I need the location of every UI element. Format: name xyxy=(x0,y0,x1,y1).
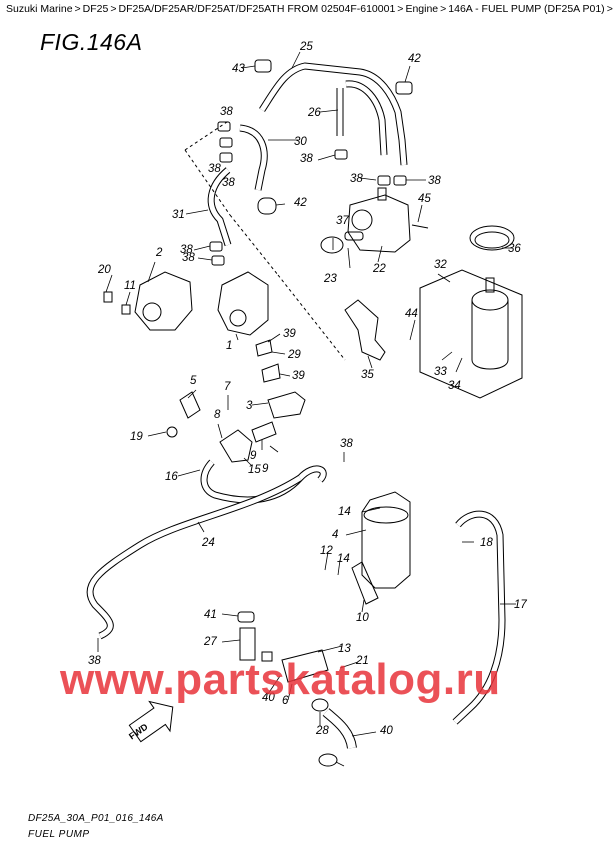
callout-number: 9 xyxy=(250,450,257,462)
figure-title: FIG.146A xyxy=(40,29,143,55)
callout-number: 8 xyxy=(214,409,221,421)
callout-number: 5 xyxy=(190,375,197,387)
callout-number: 35 xyxy=(361,369,374,381)
callout-number: 4 xyxy=(332,529,338,541)
breadcrumb-suzuki-marine[interactable]: Suzuki Marine xyxy=(6,3,73,15)
fuel-pump-exploded-diagram: 4325422638303838384238383137453623223822… xyxy=(86,41,527,767)
fuel-pump-cover-1 xyxy=(217,271,269,336)
o-ring-37 xyxy=(320,236,344,254)
callout-number: 3 xyxy=(246,400,253,412)
callout-number: 41 xyxy=(204,609,217,621)
callout-number: 38 xyxy=(340,438,353,450)
callout-number: 45 xyxy=(418,193,431,205)
pump-bracket-8 xyxy=(219,429,253,463)
callout-number: 15 xyxy=(248,464,261,476)
breadcrumb: Suzuki Marine>DF25>DF25A/DF25AR/DF25AT/D… xyxy=(6,3,613,15)
breadcrumb-separator: > xyxy=(74,3,81,15)
callout-number: 38 xyxy=(180,244,193,256)
breadcrumb-df25[interactable]: DF25 xyxy=(82,3,109,15)
callout-number: 21 xyxy=(355,655,369,667)
callout-number: 31 xyxy=(172,209,185,221)
fuel-pump-4 xyxy=(361,491,411,589)
callout-number: 33 xyxy=(434,366,447,378)
callout-number: 13 xyxy=(338,643,351,655)
callout-number: 39 xyxy=(283,328,296,340)
clip-43 xyxy=(254,59,272,73)
callout-number: 2 xyxy=(155,247,163,259)
watermark: www.partskatalog.ru xyxy=(60,655,501,704)
breadcrumb-separator: > xyxy=(440,3,447,15)
fuel-filter-body-22 xyxy=(347,194,411,253)
breadcrumb-separator: > xyxy=(397,3,404,15)
callout-number: 42 xyxy=(408,53,421,65)
callout-number: 29 xyxy=(287,349,301,361)
fitting-3 xyxy=(267,391,306,419)
callout-number: 9 xyxy=(262,463,269,475)
breadcrumb-separator: > xyxy=(606,3,613,15)
callout-number: 16 xyxy=(165,471,178,483)
breadcrumb-separator: > xyxy=(110,3,117,15)
callout-number: 42 xyxy=(294,197,307,209)
footer-name: FUEL PUMP xyxy=(28,829,90,840)
fitting-6 xyxy=(281,649,329,683)
callout-number: 38 xyxy=(222,177,235,189)
callout-number: 40 xyxy=(380,725,393,737)
callout-number: 26 xyxy=(307,107,321,119)
callout-number: 7 xyxy=(224,381,231,393)
callout-number: 37 xyxy=(336,215,349,227)
callout-number: 39 xyxy=(292,370,305,382)
callout-number: 40 xyxy=(262,692,275,704)
callout-number: 27 xyxy=(203,636,217,648)
callout-number: 24 xyxy=(201,537,215,549)
fwd-arrow xyxy=(128,700,174,743)
callout-number: 14 xyxy=(337,553,350,565)
breadcrumb-engine[interactable]: Engine xyxy=(405,3,439,15)
callout-number: 36 xyxy=(508,243,521,255)
callout-number: 43 xyxy=(232,63,245,75)
callout-number: 38 xyxy=(220,106,233,118)
callout-number: 34 xyxy=(448,380,461,392)
fuel-pump-housing-2 xyxy=(134,271,193,331)
callout-number: 28 xyxy=(315,725,329,737)
leader-lines xyxy=(97,51,516,767)
breadcrumb-model[interactable]: DF25A/DF25AR/DF25AT/DF25ATH FROM 02504F-… xyxy=(118,3,396,15)
hose-27 xyxy=(239,627,256,661)
breadcrumb-current-page[interactable]: 146A - FUEL PUMP (DF25A P01) xyxy=(448,3,605,15)
callout-number: 20 xyxy=(97,264,111,276)
callout-number: 22 xyxy=(372,263,386,275)
footer-code: DF25A_30A_P01_016_146A xyxy=(28,813,164,824)
callout-number: 14 xyxy=(338,506,351,518)
callout-number: 38 xyxy=(182,252,195,264)
callout-number: 19 xyxy=(130,431,143,443)
callout-number: 30 xyxy=(294,136,307,148)
callout-number: 17 xyxy=(514,599,527,611)
callout-number: 44 xyxy=(405,308,418,320)
callout-number: 25 xyxy=(299,41,313,53)
clip-42-top xyxy=(395,81,413,95)
callout-number: 38 xyxy=(88,655,101,667)
callout-number: 23 xyxy=(323,273,337,285)
callout-number: 32 xyxy=(434,259,447,271)
callout-number: 38 xyxy=(208,163,221,175)
callout-number: 38 xyxy=(350,173,363,185)
callout-number: 38 xyxy=(428,175,441,187)
band-36 xyxy=(469,225,515,251)
callout-number: 38 xyxy=(300,153,313,165)
callout-number: 6 xyxy=(282,695,289,707)
bracket-35 xyxy=(344,299,386,361)
callout-number: 11 xyxy=(124,280,136,292)
callout-number: 10 xyxy=(356,612,369,624)
callout-number: 18 xyxy=(480,537,493,549)
callout-number: 1 xyxy=(226,340,232,352)
callout-number: 12 xyxy=(320,545,333,557)
filter-box-32 xyxy=(419,269,523,399)
